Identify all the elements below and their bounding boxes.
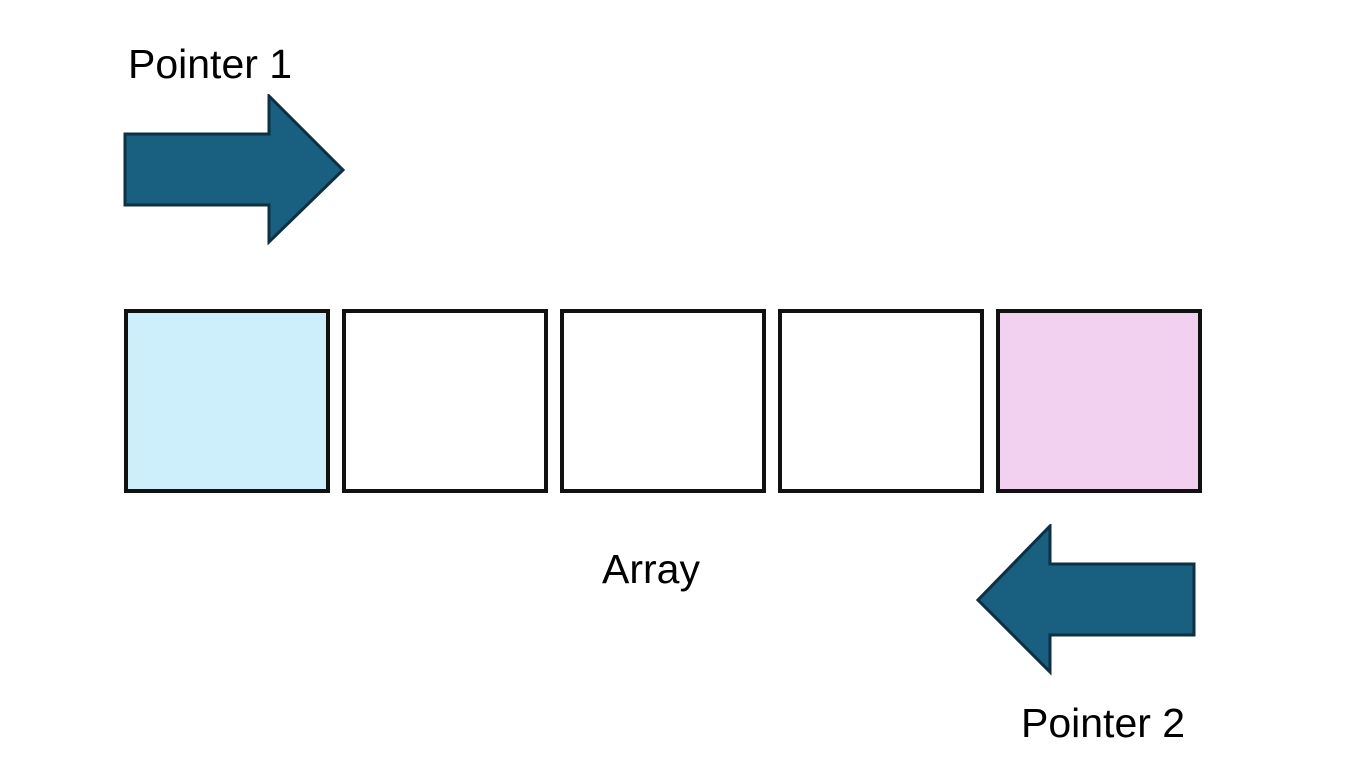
array-cell-1 [124,309,330,493]
array-label: Array [602,546,700,592]
array-cell-5 [996,309,1202,493]
right-arrow-icon [123,94,346,246]
pointer-1-arrow-shape [123,94,346,246]
left-arrow-icon [976,524,1196,676]
array-cells [124,309,1202,493]
pointer-2-label: Pointer 2 [1021,700,1186,746]
pointer-2-arrow-shape [976,524,1196,676]
array-cell-2 [342,309,548,493]
pointer-1-label: Pointer 1 [128,41,293,87]
array-cell-4 [778,309,984,493]
array-cell-3 [560,309,766,493]
